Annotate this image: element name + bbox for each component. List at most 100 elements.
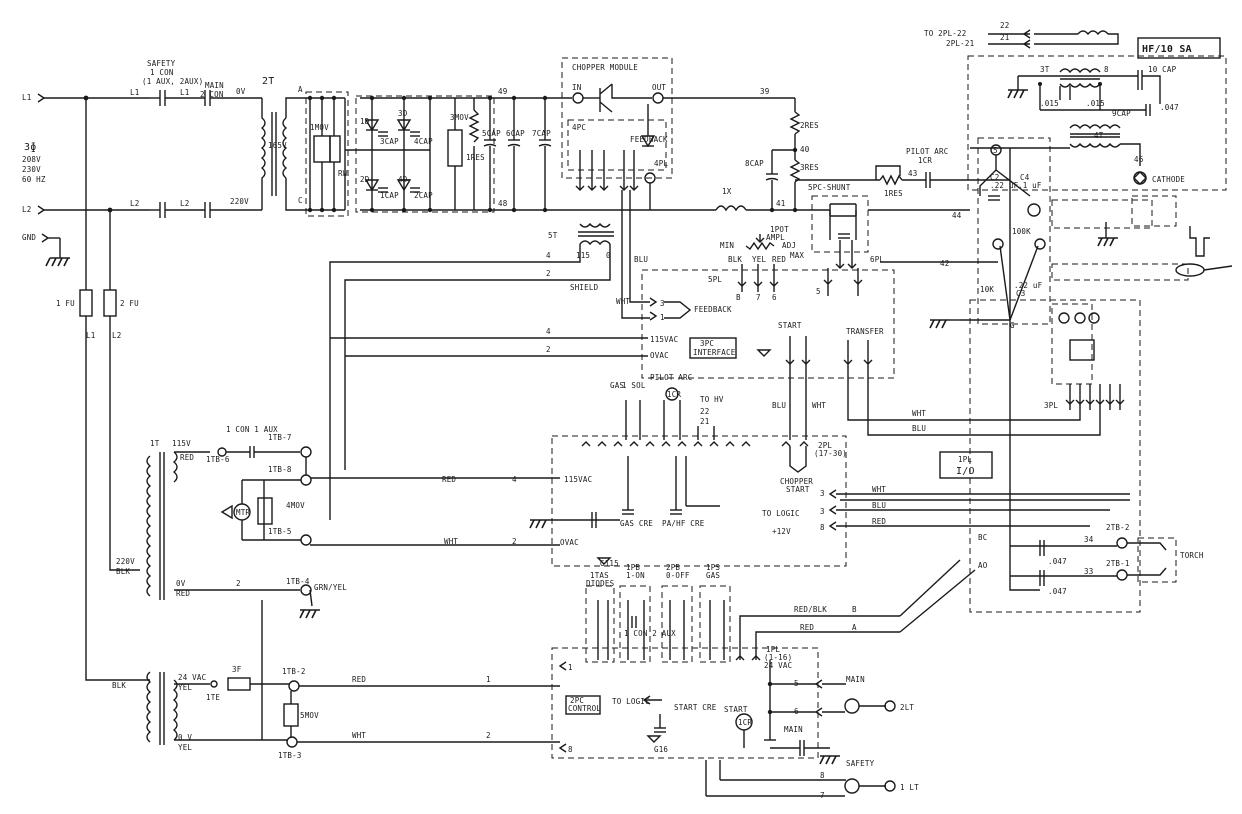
label-2tb-1: 2TB-1 <box>1106 559 1130 568</box>
label-1tb-8: 1TB-8 <box>268 465 292 474</box>
connector-2pl: GAS 1 SOL PILOT ARC 1CR TO HV 22 21 2PL … <box>310 373 1130 568</box>
wire-21: 21 <box>1000 33 1009 42</box>
label-control: CONTROL <box>568 704 601 713</box>
control-1pl: 1TAS DIODES 1PB 1-ON 2PB 0-OFF 1PS GAS 1… <box>551 559 976 800</box>
label-1pl: 1PL <box>766 645 780 654</box>
label-io: I/O <box>956 466 975 477</box>
label-main-2: MAIN <box>784 725 803 734</box>
label-cathode: CATHODE <box>1152 175 1185 184</box>
label-4pc: 4PC <box>572 123 586 132</box>
label-feedback-3pc: FEEDBACK <box>694 305 732 314</box>
label-3d: 3D <box>398 109 408 118</box>
pin-7: 7 <box>756 293 761 302</box>
interface-3pc: 3 1 FEEDBACK 4 2 115VAC OVAC 3PC INTERFA… <box>330 269 1101 440</box>
wire-l2-a: L2 <box>130 199 139 208</box>
label-1tb-5: 1TB-5 <box>268 527 292 536</box>
wire-1: 1 <box>486 675 491 684</box>
2pl-pins <box>581 441 809 447</box>
label-2cap: 2CAP <box>414 191 433 200</box>
label-047-b: .047 <box>1048 587 1067 596</box>
label-red-1t: RED <box>180 453 194 462</box>
label-4pl: 4PL <box>654 159 668 168</box>
wire-l2: L2 <box>112 331 121 340</box>
label-10k: 10K <box>980 285 994 294</box>
label-230v: 230V <box>22 165 41 174</box>
label-047-hf: .047 <box>1160 103 1179 112</box>
wire-2: 2 <box>486 731 491 740</box>
wire-43: 43 <box>908 169 917 178</box>
label-gas: GAS <box>610 381 624 390</box>
pin-28: 8 <box>820 523 825 532</box>
label-1pl-range: (1-16) <box>764 653 792 662</box>
label-start-coil: 1CR <box>738 718 752 727</box>
wire-4c: 4 <box>512 475 517 484</box>
label-interface: INTERFACE <box>693 348 736 357</box>
label-5cap: 5CAP <box>482 129 501 138</box>
label-diodes: DIODES <box>586 579 615 588</box>
label-wht-a: WHT <box>616 297 630 306</box>
wire-l2-b: L2 <box>180 199 189 208</box>
label-in: IN <box>572 83 581 92</box>
contactors: SAFETY 1 CON (1 AUX, 2AUX) MAIN 2 CON L1… <box>130 59 262 218</box>
label-3cap: 3CAP <box>380 137 399 146</box>
label-red-1t-b: RED <box>176 589 190 598</box>
wire-4b: 4 <box>546 327 551 336</box>
label-0v-1t: 0V <box>176 579 186 588</box>
label-2d: 2D <box>360 175 370 184</box>
label-1res-b: 1RES <box>884 189 903 198</box>
label-047-a: .047 <box>1048 557 1067 566</box>
label-3t: 3T <box>1040 65 1050 74</box>
label-3f: 3F <box>232 665 242 674</box>
label-115vac-a: 115VAC <box>650 335 678 344</box>
label-start-cre: START CRE <box>674 703 717 712</box>
label-main-3: MAIN <box>846 675 865 684</box>
wire-21b: 21 <box>700 417 709 426</box>
label-chopper-start-2: START <box>786 485 810 494</box>
label-3mov: 3MOV <box>450 113 469 122</box>
wire-8: 8 <box>820 771 825 780</box>
label-hf-10sa: HF/10 SA <box>1142 44 1192 55</box>
label-wht-d: WHT <box>444 537 458 546</box>
label-out: OUT <box>652 83 666 92</box>
label-blk-1t: BLK <box>116 567 130 576</box>
wire-40: 40 <box>800 145 810 154</box>
wire-22: 22 <box>1000 21 1009 30</box>
wire-49: 49 <box>498 87 507 96</box>
pin-32: 3 <box>820 507 825 516</box>
label-220v-1t: 220V <box>116 557 135 566</box>
main-input-section: L1 L2 GND 3ɸ 208V 230V 60 HZ 1 FU 2 FU L… <box>22 93 150 681</box>
label-5pc-shunt: 5PC-SHUNT <box>808 183 851 192</box>
label-1fu: 1 FU <box>56 299 75 308</box>
label-60hz: 60 HZ <box>22 175 46 184</box>
label-g: G <box>1010 321 1015 330</box>
label-1cap: 1CAP <box>380 191 399 200</box>
label-1t: 1T <box>150 439 160 448</box>
label-2pl21: 2PL-21 <box>946 39 974 48</box>
label-0: 0 <box>606 251 611 260</box>
label-1con-1aux: 1 CON 1 AUX <box>226 425 278 434</box>
label-015-a: .015 <box>1040 99 1059 108</box>
label-safety-2: SAFETY <box>846 759 875 768</box>
label-red-2: RED <box>800 623 814 632</box>
label-8cap: 8CAP <box>745 159 764 168</box>
label-208v: 208V <box>22 155 41 164</box>
label-1te: 1TE <box>206 693 220 702</box>
label-rw: RW <box>338 169 348 178</box>
shunt-pilot-arc: 5PC-SHUNT PILOT ARC 1CR 1RES 43 44 6PL 5 <box>795 147 1010 296</box>
label-3ph: 3ɸ <box>24 142 36 153</box>
transformer-2t: 2T A C 165V 1MOV RW <box>260 76 349 217</box>
label-2pb: 2PB <box>666 563 680 572</box>
pin-10: 1 <box>660 313 665 322</box>
label-2pc: 2PC <box>570 696 584 705</box>
pin-6: 6 <box>772 293 777 302</box>
label-safety: SAFETY <box>147 59 176 68</box>
label-9cap: 9CAP <box>1112 109 1131 118</box>
transformer-1t: 1T 115V RED 220V BLK 0V 2 RED BLK 1TB-6 … <box>112 425 347 690</box>
label-grn-yel: GRN/YEL <box>314 583 347 592</box>
label-g16: G16 <box>654 745 668 754</box>
pin-31: 3 <box>820 489 825 498</box>
control-24vac: 24 VAC YEL 0 V YEL 1TE 3F 1TB-2 RED 1 5M… <box>146 600 560 760</box>
label-1tb-7: 1TB-7 <box>268 433 292 442</box>
label-yel-1: YEL <box>178 683 192 692</box>
potentiometer-section: 1POT AMPL ADJ MIN MAX BLK YEL RED 5PL B … <box>708 225 804 302</box>
